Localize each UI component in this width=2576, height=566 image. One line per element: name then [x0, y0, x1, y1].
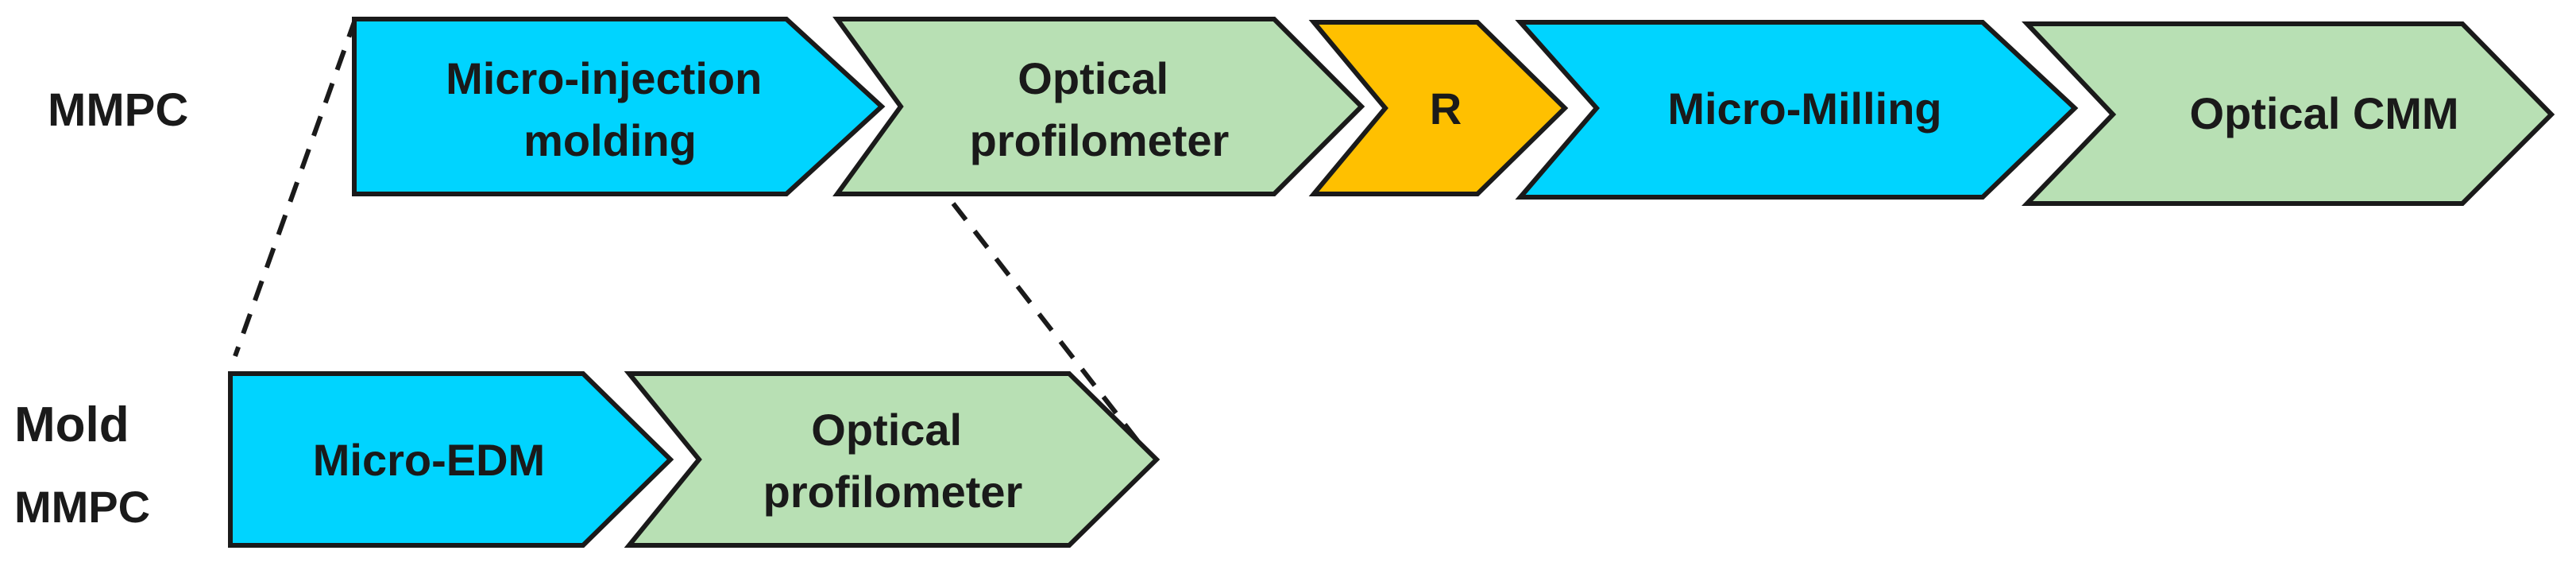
step-optical-profilometer-1[interactable]: Optical profilometer — [832, 17, 1365, 196]
chevron-shape — [1515, 20, 2079, 200]
step-label: R — [1430, 83, 1462, 134]
step-optical-cmm[interactable]: Optical CMM — [2021, 21, 2555, 206]
step-label: Optical profilometer — [763, 405, 1023, 517]
step-label: Micro-Milling — [1667, 83, 1941, 134]
row-mmpc: MMPC Micro-injection molding Optical pro… — [48, 17, 2555, 206]
step-micro-milling[interactable]: Micro-Milling — [1515, 20, 2079, 200]
step-label: Micro-EDM — [313, 435, 545, 485]
chevron-shape — [1308, 20, 1569, 196]
zoom-line-left — [233, 16, 358, 358]
step-optical-profilometer-2[interactable]: Optical profilometer — [624, 371, 1161, 548]
row-mold-mmpc: Mold MMPC Micro-EDM Optical profilometer — [14, 371, 1161, 548]
step-r[interactable]: R — [1308, 20, 1569, 196]
chevron-shape — [2021, 21, 2555, 206]
chevron-shape — [624, 371, 1161, 548]
step-label: Micro-injection molding — [446, 53, 774, 165]
chevron-shape — [352, 17, 886, 196]
row-label-line: MMPC — [48, 84, 188, 136]
zoom-line-right — [951, 202, 1156, 463]
row-label-line: Mold — [14, 397, 129, 452]
row-label-line: MMPC — [14, 482, 150, 532]
chevron-shape — [832, 17, 1365, 196]
chevron-shape — [228, 371, 674, 548]
step-label: Optical profilometer — [970, 53, 1230, 165]
row-label-mold-mmpc: Mold MMPC — [14, 397, 150, 532]
row-label-mmpc: MMPC — [48, 84, 188, 136]
step-micro-edm[interactable]: Micro-EDM — [228, 371, 674, 548]
step-label: Optical CMM — [2189, 88, 2458, 138]
step-micro-injection-molding[interactable]: Micro-injection molding — [352, 17, 886, 196]
